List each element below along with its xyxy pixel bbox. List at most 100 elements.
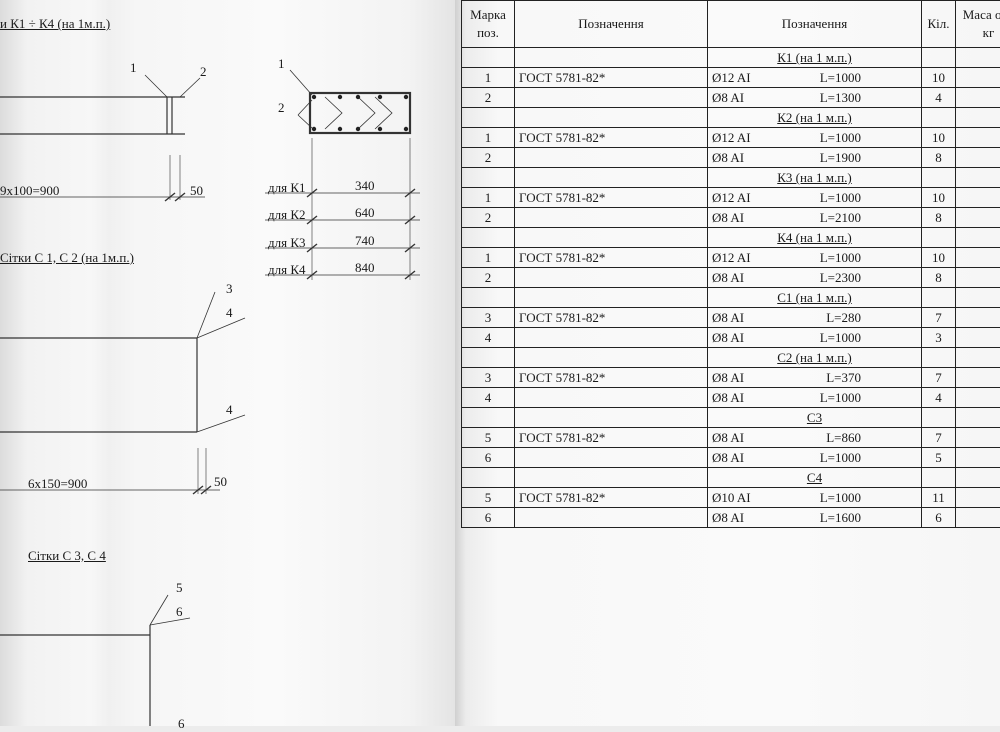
diameter: Ø8 AI <box>712 209 744 226</box>
header-mark: Марка поз. <box>462 1 515 48</box>
pos-cell: 2 <box>462 88 515 108</box>
section-row-label: для К4 <box>268 262 306 278</box>
section-row-value: 340 <box>355 178 375 194</box>
standard-cell: ГОСТ 5781-82* <box>515 68 708 88</box>
table-header-row: Марка поз. Позначення Позначення Кіл. Ма… <box>462 1 1000 48</box>
group-title-cell: С3 <box>708 408 922 428</box>
group-title: С1 (на 1 м.п.) <box>777 290 852 305</box>
section-row-label: для К2 <box>268 207 306 223</box>
qty-cell: 3 <box>922 328 956 348</box>
diameter: Ø8 AI <box>712 369 744 386</box>
pos-cell: 2 <box>462 268 515 288</box>
pos-cell: 4 <box>462 328 515 348</box>
mass-cell <box>956 128 1000 148</box>
standard-cell: ГОСТ 5781-82* <box>515 308 708 328</box>
diameter: Ø8 AI <box>712 329 744 346</box>
mesh-callout-5: 5 <box>176 580 183 596</box>
group-header-row: К2 (на 1 м.п.) <box>462 108 1000 128</box>
mass-cell <box>956 488 1000 508</box>
diameter: Ø8 AI <box>712 269 744 286</box>
mass-cell <box>956 388 1000 408</box>
length: L=1000 <box>820 449 917 466</box>
frames-dimension-tail: 50 <box>190 183 203 199</box>
mass-cell <box>956 88 1000 108</box>
mesh-dimension-tail: 50 <box>214 474 227 490</box>
mesh-dimension: 6x150=900 <box>28 476 87 492</box>
bar-cell: Ø8 AI L=370 <box>708 368 922 388</box>
pos-cell: 3 <box>462 308 515 328</box>
diameter: Ø8 AI <box>712 509 744 526</box>
length: L=2300 <box>820 269 917 286</box>
group-title-cell: К1 (на 1 м.п.) <box>708 48 922 68</box>
length: L=860 <box>826 429 917 446</box>
specification-table: Марка поз. Позначення Позначення Кіл. Ма… <box>461 0 1000 528</box>
section-row-value: 740 <box>355 233 375 249</box>
mass-cell <box>956 308 1000 328</box>
standard-cell <box>515 268 708 288</box>
qty-cell: 10 <box>922 68 956 88</box>
qty-cell: 10 <box>922 128 956 148</box>
qty-cell: 8 <box>922 208 956 228</box>
standard-cell <box>515 388 708 408</box>
group-title-cell: К4 (на 1 м.п.) <box>708 228 922 248</box>
standard-cell <box>515 508 708 528</box>
group-title-cell: С2 (на 1 м.п.) <box>708 348 922 368</box>
standard-cell: ГОСТ 5781-82* <box>515 128 708 148</box>
mass-cell <box>956 188 1000 208</box>
diameter: Ø12 AI <box>712 69 751 86</box>
pos-cell: 1 <box>462 248 515 268</box>
length: L=1000 <box>820 389 917 406</box>
group-header-row: С2 (на 1 м.п.) <box>462 348 1000 368</box>
mesh-c3-c4-title: Сітки С 3, С 4 <box>28 548 106 564</box>
reinforcement-drawings <box>0 0 455 726</box>
qty-cell: 4 <box>922 388 956 408</box>
pos-cell: 4 <box>462 388 515 408</box>
standard-cell <box>515 328 708 348</box>
qty-cell: 11 <box>922 488 956 508</box>
diameter: Ø12 AI <box>712 189 751 206</box>
diameter: Ø8 AI <box>712 89 744 106</box>
group-title-cell: С4 <box>708 468 922 488</box>
header-designation: Позначення <box>515 1 708 48</box>
pos-cell: 3 <box>462 368 515 388</box>
group-title-cell: К2 (на 1 м.п.) <box>708 108 922 128</box>
mass-cell <box>956 328 1000 348</box>
header-name: Позначення <box>708 1 922 48</box>
mass-cell <box>956 428 1000 448</box>
length: L=1000 <box>820 129 917 146</box>
mesh-callout-6: 6 <box>176 604 183 620</box>
mass-cell <box>956 148 1000 168</box>
standard-cell: ГОСТ 5781-82* <box>515 188 708 208</box>
section-callout-1: 1 <box>278 56 285 72</box>
length: L=1300 <box>820 89 917 106</box>
diameter: Ø8 AI <box>712 429 744 446</box>
qty-cell: 5 <box>922 448 956 468</box>
pos-cell: 2 <box>462 208 515 228</box>
table-row: 4 Ø8 AI L=1000 3 <box>462 328 1000 348</box>
standard-cell <box>515 148 708 168</box>
bar-cell: Ø8 AI L=1000 <box>708 328 922 348</box>
length: L=370 <box>826 369 917 386</box>
length: L=1000 <box>820 329 917 346</box>
standard-cell <box>515 208 708 228</box>
pos-cell: 5 <box>462 488 515 508</box>
group-title-cell: К3 (на 1 м.п.) <box>708 168 922 188</box>
standard-cell: ГОСТ 5781-82* <box>515 368 708 388</box>
pos-cell: 2 <box>462 148 515 168</box>
pos-cell: 1 <box>462 68 515 88</box>
group-title: К3 (на 1 м.п.) <box>777 170 852 185</box>
